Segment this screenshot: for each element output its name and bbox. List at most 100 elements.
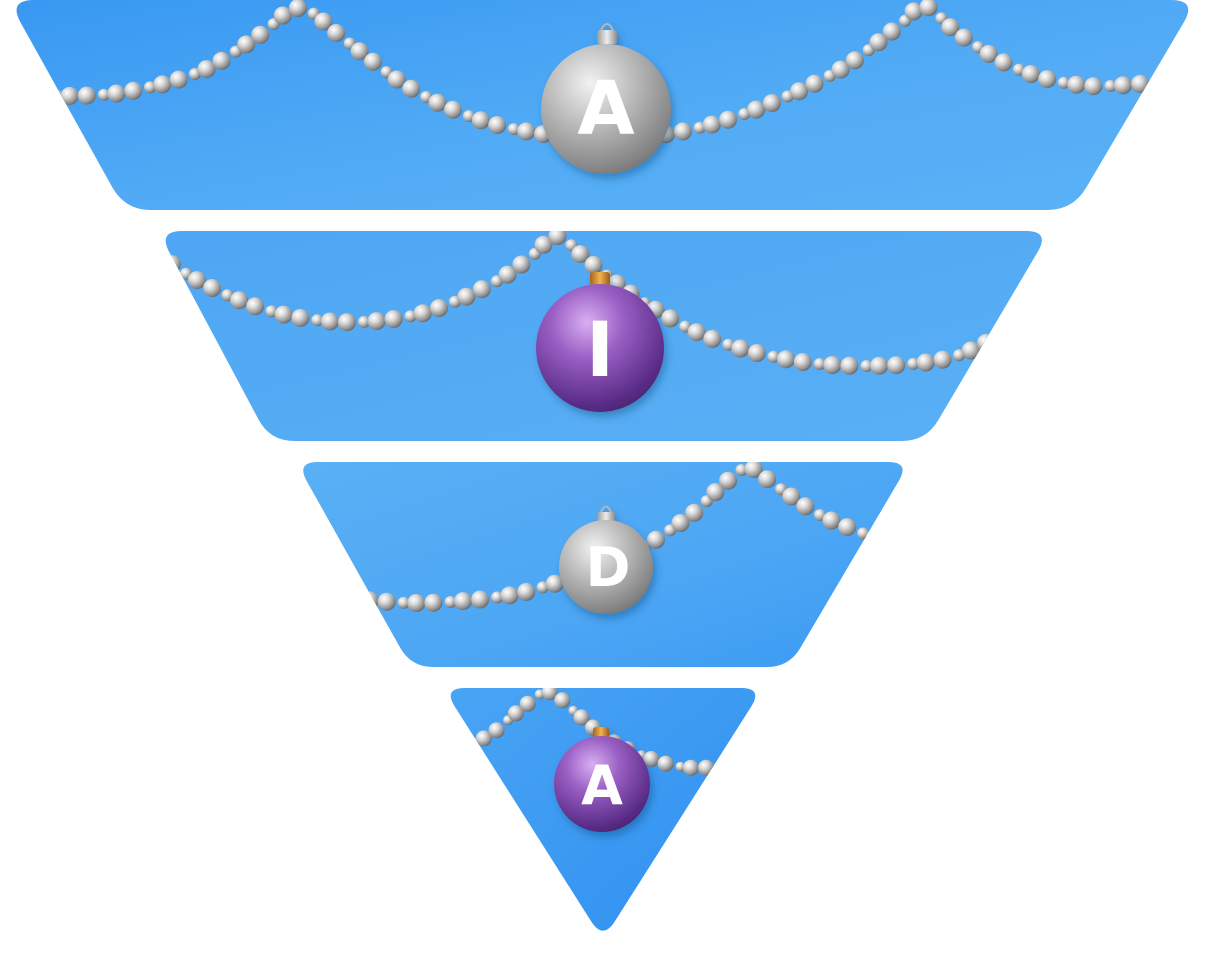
pearl-bead — [941, 18, 960, 37]
pearl-bead — [165, 243, 169, 262]
pearl-bead — [758, 470, 777, 489]
pearl-bead — [919, 0, 938, 17]
pearl-bead — [407, 594, 426, 612]
pearl-bead — [413, 304, 432, 323]
pearl-bead — [1084, 77, 1103, 96]
pearl-bead — [887, 356, 906, 375]
pearl-bead — [647, 530, 665, 549]
pearl-bead — [782, 487, 801, 506]
pearl-bead — [444, 596, 457, 608]
pearl-bead — [144, 81, 156, 94]
pearl-bead — [536, 581, 549, 594]
pearl-bead — [291, 308, 310, 327]
pearl-bead — [698, 759, 715, 776]
pearl-bead — [822, 511, 841, 530]
pearl-bead — [735, 464, 748, 476]
pearl-bead — [823, 356, 842, 374]
pearl-bead — [573, 709, 590, 726]
pearl-bead — [541, 688, 558, 701]
pearl-bead — [675, 761, 686, 772]
pearl-bead — [744, 462, 763, 478]
pearl-bead — [274, 305, 293, 324]
pearl-bead — [203, 279, 222, 297]
pearl-bead — [507, 123, 520, 136]
pearl-bead — [397, 596, 410, 609]
purple-bauble-icon: I — [536, 272, 664, 412]
pearl-bead — [246, 297, 265, 316]
pearl-bead — [977, 333, 996, 352]
pearl-bead — [265, 305, 278, 318]
pearl-bead — [731, 339, 750, 358]
pearl-bead — [790, 82, 809, 101]
pearl-bead — [1151, 76, 1164, 89]
pearl-bead — [60, 86, 79, 105]
pearl-bead — [230, 291, 249, 310]
pearl-bead — [402, 79, 421, 98]
pearl-bead — [767, 350, 780, 363]
pearl-bead — [452, 740, 468, 756]
pearl-bead — [979, 44, 998, 63]
pearl-bead — [197, 60, 216, 79]
pearl-bead — [545, 574, 564, 593]
pearl-bead — [491, 591, 504, 604]
pearl-bead — [671, 514, 690, 532]
pearl-bead — [1160, 71, 1179, 90]
pearl-bead — [1021, 65, 1040, 83]
purple-bauble-icon: A — [554, 727, 650, 832]
pearl-bead — [706, 483, 725, 502]
pearl-bead — [805, 74, 824, 93]
bead-garland — [145, 231, 1008, 375]
pearl-bead — [424, 593, 443, 612]
pearl-bead — [762, 94, 781, 113]
pearl-bead — [1114, 76, 1132, 95]
pearl-bead — [719, 471, 738, 490]
stage-letter: A — [581, 754, 623, 817]
pearl-bead — [320, 312, 339, 331]
pearl-bead — [776, 350, 795, 369]
pearl-bead — [471, 111, 490, 130]
pearl-bead — [994, 53, 1013, 72]
pearl-bead — [488, 116, 507, 135]
pearl-bead — [1057, 76, 1070, 89]
pearl-bead — [685, 503, 704, 522]
silver-bauble-icon: D — [559, 505, 653, 614]
pearl-bead — [747, 344, 766, 362]
stage-letter: I — [586, 305, 614, 394]
pearl-bead — [534, 235, 553, 254]
pearl-bead — [870, 356, 889, 375]
pearl-bead — [865, 528, 884, 547]
stage-letter: D — [586, 536, 631, 599]
pearl-bead — [571, 245, 590, 264]
stage-letter: A — [577, 66, 634, 152]
pearl-bead — [500, 586, 519, 605]
pearl-bead — [716, 760, 727, 771]
pearl-bead — [869, 33, 888, 52]
pearl-bead — [904, 2, 923, 21]
pearl-bead — [404, 310, 417, 323]
pearl-bead — [933, 350, 952, 369]
pearl-bead — [358, 315, 370, 328]
pearl-bead — [512, 255, 531, 274]
pearl-bead — [840, 356, 859, 375]
pearl-bead — [428, 93, 447, 112]
pearl-bead — [387, 70, 406, 89]
pearl-bead — [288, 0, 307, 17]
pearl-bead — [273, 6, 292, 25]
pearl-bead — [961, 341, 980, 360]
pearl-bead — [845, 51, 864, 70]
pearl-bead — [367, 312, 386, 331]
pearl-bead — [377, 592, 396, 611]
pearl-bead — [995, 328, 1008, 341]
pearl-bead — [97, 88, 110, 101]
pearl-bead — [548, 231, 567, 245]
pearl-bead — [107, 84, 126, 103]
pearl-bead — [703, 329, 722, 348]
pearl-bead — [430, 299, 448, 318]
pearl-bead — [145, 237, 157, 249]
pearl-bead — [364, 52, 382, 71]
pearl-bead — [687, 323, 706, 342]
pearl-bead — [350, 42, 369, 61]
pearl-bead — [475, 730, 492, 747]
pearl-bead — [444, 100, 462, 119]
